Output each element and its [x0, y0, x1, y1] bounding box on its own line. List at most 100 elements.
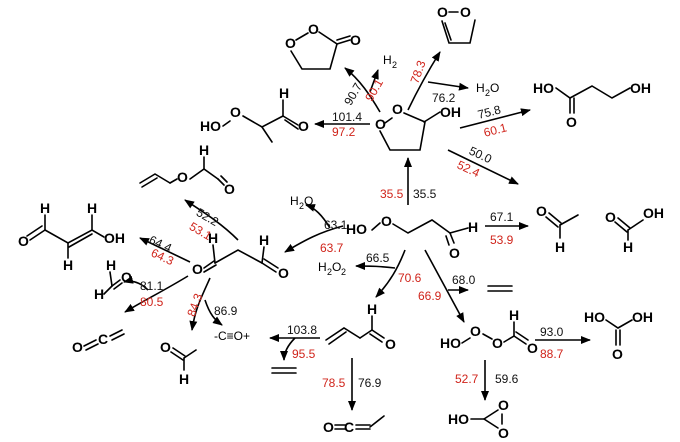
hydroxyacrolein: O H H H OH [18, 200, 125, 273]
barrier-label: 103.8 [287, 323, 317, 337]
atom-o: O [18, 233, 29, 249]
barrier-label: 35.5 [380, 187, 404, 201]
barrier-label: 95.5 [292, 347, 316, 361]
barrier-label: 90.1 [362, 76, 386, 104]
atom-o: O [460, 4, 471, 20]
ketene: O C [72, 329, 125, 355]
atom-o: O [285, 35, 296, 51]
barrier-label: 84.3 [184, 291, 205, 318]
acetaldehyde-left: O H [160, 339, 197, 387]
species-h2o: H [476, 81, 485, 95]
species-h2o2: H [318, 260, 327, 274]
barrier-label: 76.2 [432, 91, 456, 105]
barrier-label: 66.9 [418, 289, 442, 303]
atom-o: O [612, 346, 623, 362]
oxo-aldehyde: O H H O [192, 230, 289, 281]
atom-o: O [72, 339, 83, 355]
barrier-label: 80.5 [140, 295, 164, 309]
barrier-label: 97.2 [332, 125, 356, 139]
atom-h: H [367, 301, 377, 317]
atom-oh: OH [630, 80, 651, 96]
dioxolanone: O O O [285, 21, 361, 70]
barrier-label: 86.9 [214, 304, 238, 318]
hydroxy-dioxirane: HO O O [448, 397, 509, 441]
atom-o: O [350, 32, 361, 48]
atom-oh: OH [643, 205, 664, 221]
atom-o: O [177, 169, 188, 185]
barrier-label: 64.3 [149, 246, 176, 269]
barrier-label: 63.7 [320, 241, 344, 255]
barrier-label: 66.5 [366, 251, 390, 265]
atom-o: O [492, 335, 503, 351]
methylketene: O C [323, 415, 385, 435]
carbonic-acid: HO OH O [584, 309, 653, 362]
atom-o: O [192, 261, 203, 277]
atom-h: H [623, 239, 633, 255]
species-h2o-o: O [490, 81, 499, 95]
barrier-label: 59.6 [495, 372, 519, 386]
species-h2o-left: H [290, 194, 299, 208]
atom-o: O [224, 181, 235, 197]
atom-h: H [87, 200, 97, 216]
atom-ho: HO [440, 335, 461, 351]
atom-oh: OH [104, 230, 125, 246]
atom-o: O [381, 213, 392, 229]
species-h2o-sub: 2 [485, 88, 490, 98]
atom-o: O [375, 116, 386, 132]
atom-o: O [605, 209, 616, 225]
dioxole: O O [437, 4, 476, 44]
atom-h: H [94, 286, 104, 302]
atom-o: O [449, 245, 460, 261]
barrier-label: 67.1 [490, 210, 514, 224]
barrier-label: 35.5 [413, 187, 437, 201]
atom-o: O [392, 101, 403, 117]
atom-o: O [566, 114, 577, 130]
atom-h: H [106, 257, 116, 273]
atom-o: O [470, 323, 481, 339]
atom-oh: OH [440, 104, 461, 120]
atom-o: O [308, 21, 319, 37]
species-h2: H [383, 53, 392, 67]
atom-h: H [259, 232, 269, 248]
ethylene-right [487, 285, 513, 292]
dioxolane-ring: O O OH [375, 101, 461, 151]
atom-c: C [344, 419, 354, 435]
atom-o: O [160, 339, 171, 355]
atom-ho: HO [346, 221, 367, 237]
species-h2o-left-o: O [304, 194, 313, 208]
acetaldehyde: O H [536, 203, 579, 255]
atom-o: O [298, 118, 309, 134]
hydroperoxy-aldehyde: HO O H O [200, 85, 309, 143]
atom-o: O [527, 340, 538, 356]
atom-o: O [278, 265, 289, 281]
atom-o: O [536, 203, 547, 219]
atom-o: O [323, 419, 334, 435]
performic-acid: HO O O H O [440, 307, 538, 356]
atom-ho: HO [448, 411, 469, 427]
hydroxypropanoic-acid: HO O OH [533, 80, 651, 130]
atom-o: O [498, 397, 509, 413]
atom-h: H [63, 257, 73, 273]
atom-ho: HO [533, 80, 554, 96]
atom-o: O [498, 425, 509, 441]
species-co: -C≡O+ [214, 329, 250, 343]
atom-h: H [509, 307, 519, 323]
formaldehyde: H H O [94, 257, 132, 302]
barrier-label: 78.5 [322, 376, 346, 390]
barrier-label: 53.9 [490, 233, 514, 247]
atom-h: H [208, 230, 218, 246]
species-h2o2-sub: 2 [327, 267, 332, 277]
atom-o: O [230, 104, 241, 120]
acrolein: H O [325, 301, 396, 352]
barrier-label: 81.1 [140, 279, 164, 293]
barrier-label: 63.1 [324, 218, 348, 232]
species-h2o2-o: O [332, 260, 341, 274]
barrier-label: 60.1 [482, 120, 508, 139]
barrier-label: 75.8 [476, 102, 502, 121]
atom-o: O [437, 4, 448, 20]
barrier-label: 93.0 [540, 325, 564, 339]
species-h2-sub: 2 [392, 60, 397, 70]
atom-h: H [179, 371, 189, 387]
atom-o: O [385, 336, 396, 352]
